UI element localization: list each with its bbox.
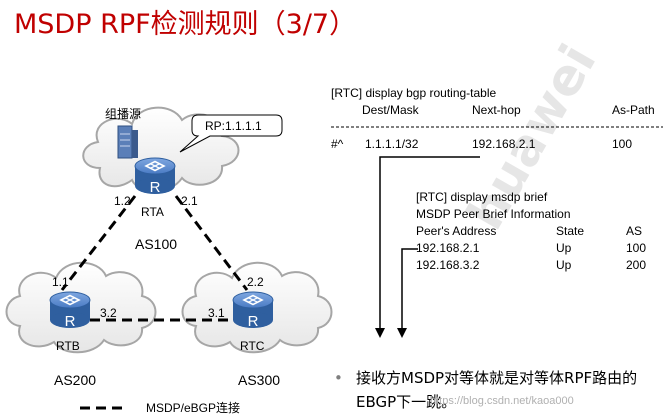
msdp-row-state: Up — [556, 258, 572, 272]
router-rtb-name: RTB — [56, 339, 80, 353]
bullet-dot-icon: • — [334, 369, 343, 387]
bgp-routing-table: [RTC] display bgp routing-table Dest/Mas… — [331, 86, 663, 151]
msdp-row-address: 192.168.2.1 — [416, 241, 480, 255]
msdp-row-as: 200 — [626, 258, 646, 272]
bgp-row-dest: 1.1.1.1/32 — [365, 137, 419, 151]
msdp-header-state: State — [556, 224, 584, 238]
bgp-command: [RTC] display bgp routing-table — [331, 86, 497, 100]
multicast-source-server-icon — [117, 125, 138, 159]
router-rta-glyph: R — [150, 179, 161, 196]
link-rta-rtb — [60, 195, 137, 291]
as100-label: AS100 — [135, 236, 177, 252]
link-rta-rtc — [174, 195, 249, 291]
source-label: 组播源 — [105, 107, 141, 121]
bgp-row-nexthop: 192.168.2.1 — [472, 137, 536, 151]
if-rta-right: 2.1 — [181, 194, 198, 208]
if-rtc-left: 3.1 — [208, 306, 225, 320]
router-rtb-glyph: R — [65, 313, 76, 330]
rp-callout-text: RP:1.1.1.1 — [205, 119, 262, 133]
msdp-row-as: 100 — [626, 241, 646, 255]
msdp-header-as: AS — [626, 224, 642, 238]
router-rtc-glyph: R — [248, 313, 259, 330]
router-rtc-name: RTC — [240, 339, 265, 353]
router-rta-icon: R — [134, 157, 176, 196]
msdp-header-address: Peer's Address — [416, 224, 496, 238]
msdp-row-address: 192.168.3.2 — [416, 258, 480, 272]
bullet-text: 接收方MSDP对等体就是对等体RPF路由的EBGP下一跳。 — [356, 369, 638, 411]
as200-label: AS200 — [54, 372, 96, 388]
bgp-header-dest: Dest/Mask — [362, 103, 420, 117]
bgp-header-aspath: As-Path — [612, 103, 655, 117]
if-rtc-top: 2.2 — [247, 275, 264, 289]
msdp-command: [RTC] display msdp brief — [416, 190, 548, 204]
router-rtc-icon: R — [232, 291, 274, 330]
rp-callout: RP:1.1.1.1 — [179, 114, 283, 153]
if-rtb-top: 1.1 — [52, 275, 69, 289]
legend-label: MSDP/eBGP连接 — [146, 400, 240, 415]
msdp-row-state: Up — [556, 241, 572, 255]
router-rta-name: RTA — [141, 205, 164, 219]
msdp-heading: MSDP Peer Brief Information — [416, 207, 571, 221]
bgp-row-flag: #^ — [331, 137, 344, 151]
csdn-watermark: https://blog.csdn.net/kaoa000 — [430, 395, 574, 407]
bgp-header-nexthop: Next-hop — [472, 103, 521, 117]
if-rtb-right: 3.2 — [100, 306, 117, 320]
if-rta-left: 1.2 — [114, 194, 131, 208]
arrow-msdp-peer — [397, 248, 418, 338]
bgp-row-aspath: 100 — [612, 137, 632, 151]
page-title: MSDP RPF检测规则（3/7） — [14, 9, 357, 40]
as300-label: AS300 — [238, 372, 280, 388]
msdp-brief: [RTC] display msdp brief MSDP Peer Brief… — [416, 190, 646, 272]
router-rtb-icon: R — [49, 291, 91, 330]
arrow-bgp-nexthop — [375, 156, 480, 338]
